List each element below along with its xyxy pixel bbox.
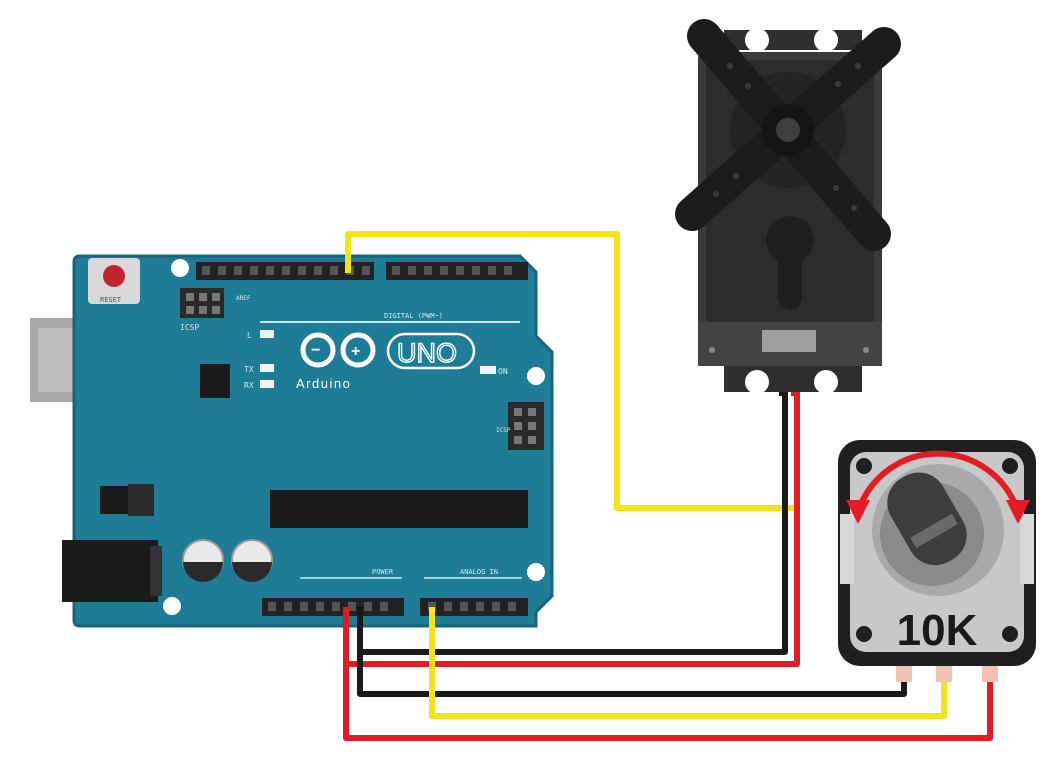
pot-screw bbox=[1002, 458, 1018, 474]
wire-pot-signal bbox=[429, 607, 947, 719]
logo-minus: − bbox=[311, 342, 320, 359]
mount-hole bbox=[527, 563, 545, 581]
led-rx bbox=[260, 380, 274, 388]
servo-hub-screw bbox=[776, 118, 800, 142]
dc-jack-tip bbox=[150, 546, 162, 596]
led-l bbox=[260, 330, 274, 338]
servo-tab-hole bbox=[745, 28, 769, 52]
servo-tab-top bbox=[724, 30, 862, 50]
pot-arrow-right-icon bbox=[1006, 500, 1030, 524]
led-rx-label: RX bbox=[244, 381, 254, 390]
power-header bbox=[262, 598, 404, 616]
icsp-header-2 bbox=[508, 402, 544, 450]
uno-badge bbox=[386, 332, 476, 370]
icsp-header-1 bbox=[180, 288, 224, 318]
atmega-chip bbox=[270, 490, 528, 528]
led-on-label: ON bbox=[498, 367, 508, 376]
potentiometer: 10K bbox=[838, 440, 1036, 682]
led-l-label: L bbox=[247, 331, 252, 340]
reset-button-cap[interactable] bbox=[103, 265, 125, 287]
arduino-logo bbox=[300, 332, 376, 368]
pot-screw bbox=[1002, 626, 1018, 642]
power-label: POWER bbox=[372, 568, 394, 576]
aref-label: AREF bbox=[236, 295, 251, 302]
logo-plus: + bbox=[351, 343, 360, 360]
pot-arrow-left-icon bbox=[846, 500, 870, 524]
digital-label: DIGITAL (PWM~) bbox=[384, 312, 443, 320]
capacitor bbox=[182, 539, 224, 582]
usb-chip bbox=[200, 364, 230, 398]
board-pcb bbox=[72, 254, 554, 628]
led-tx bbox=[260, 364, 274, 372]
uno-text: UNO bbox=[397, 338, 457, 368]
digital-header bbox=[196, 262, 528, 280]
mount-hole bbox=[171, 259, 189, 277]
wires bbox=[343, 231, 993, 741]
servo-screw bbox=[709, 347, 715, 353]
pot-value-label: 10K bbox=[897, 606, 978, 655]
pot-rotation-arc bbox=[855, 450, 1021, 513]
wire-servo-power bbox=[343, 389, 800, 667]
arduino-board: RESET ICSP bbox=[30, 254, 554, 628]
icsp2-label: ICSP bbox=[496, 427, 511, 434]
wire-servo-ground bbox=[357, 389, 788, 655]
analog-label: ANALOG IN bbox=[460, 568, 498, 576]
arduino-brand-text: Arduino bbox=[296, 376, 351, 391]
servo-label-plate bbox=[762, 330, 816, 352]
pot-ear bbox=[840, 514, 854, 584]
servo-tab-hole bbox=[814, 28, 838, 52]
pot-shaft bbox=[887, 472, 967, 566]
servo-slot bbox=[778, 240, 802, 310]
capacitor bbox=[231, 539, 273, 582]
mount-hole bbox=[527, 367, 545, 385]
pot-screw bbox=[856, 626, 872, 642]
analog-header bbox=[420, 598, 528, 616]
dc-jack bbox=[62, 540, 158, 602]
led-on bbox=[480, 366, 496, 374]
pot-screw bbox=[856, 458, 872, 474]
servo-tab-hole bbox=[814, 370, 838, 394]
servo-horn-holes bbox=[713, 63, 861, 211]
servo-screw bbox=[863, 347, 869, 353]
pot-ear bbox=[1020, 514, 1034, 584]
mount-hole bbox=[163, 597, 181, 615]
servo-motor bbox=[675, 19, 901, 396]
icsp-label: ICSP bbox=[180, 323, 199, 332]
servo-tab-hole bbox=[745, 370, 769, 394]
wire-pot-ground bbox=[357, 637, 907, 697]
voltage-regulator bbox=[100, 484, 154, 516]
led-tx-label: TX bbox=[244, 365, 254, 374]
wire-pot-power bbox=[343, 647, 993, 741]
reset-label: RESET bbox=[100, 296, 122, 304]
